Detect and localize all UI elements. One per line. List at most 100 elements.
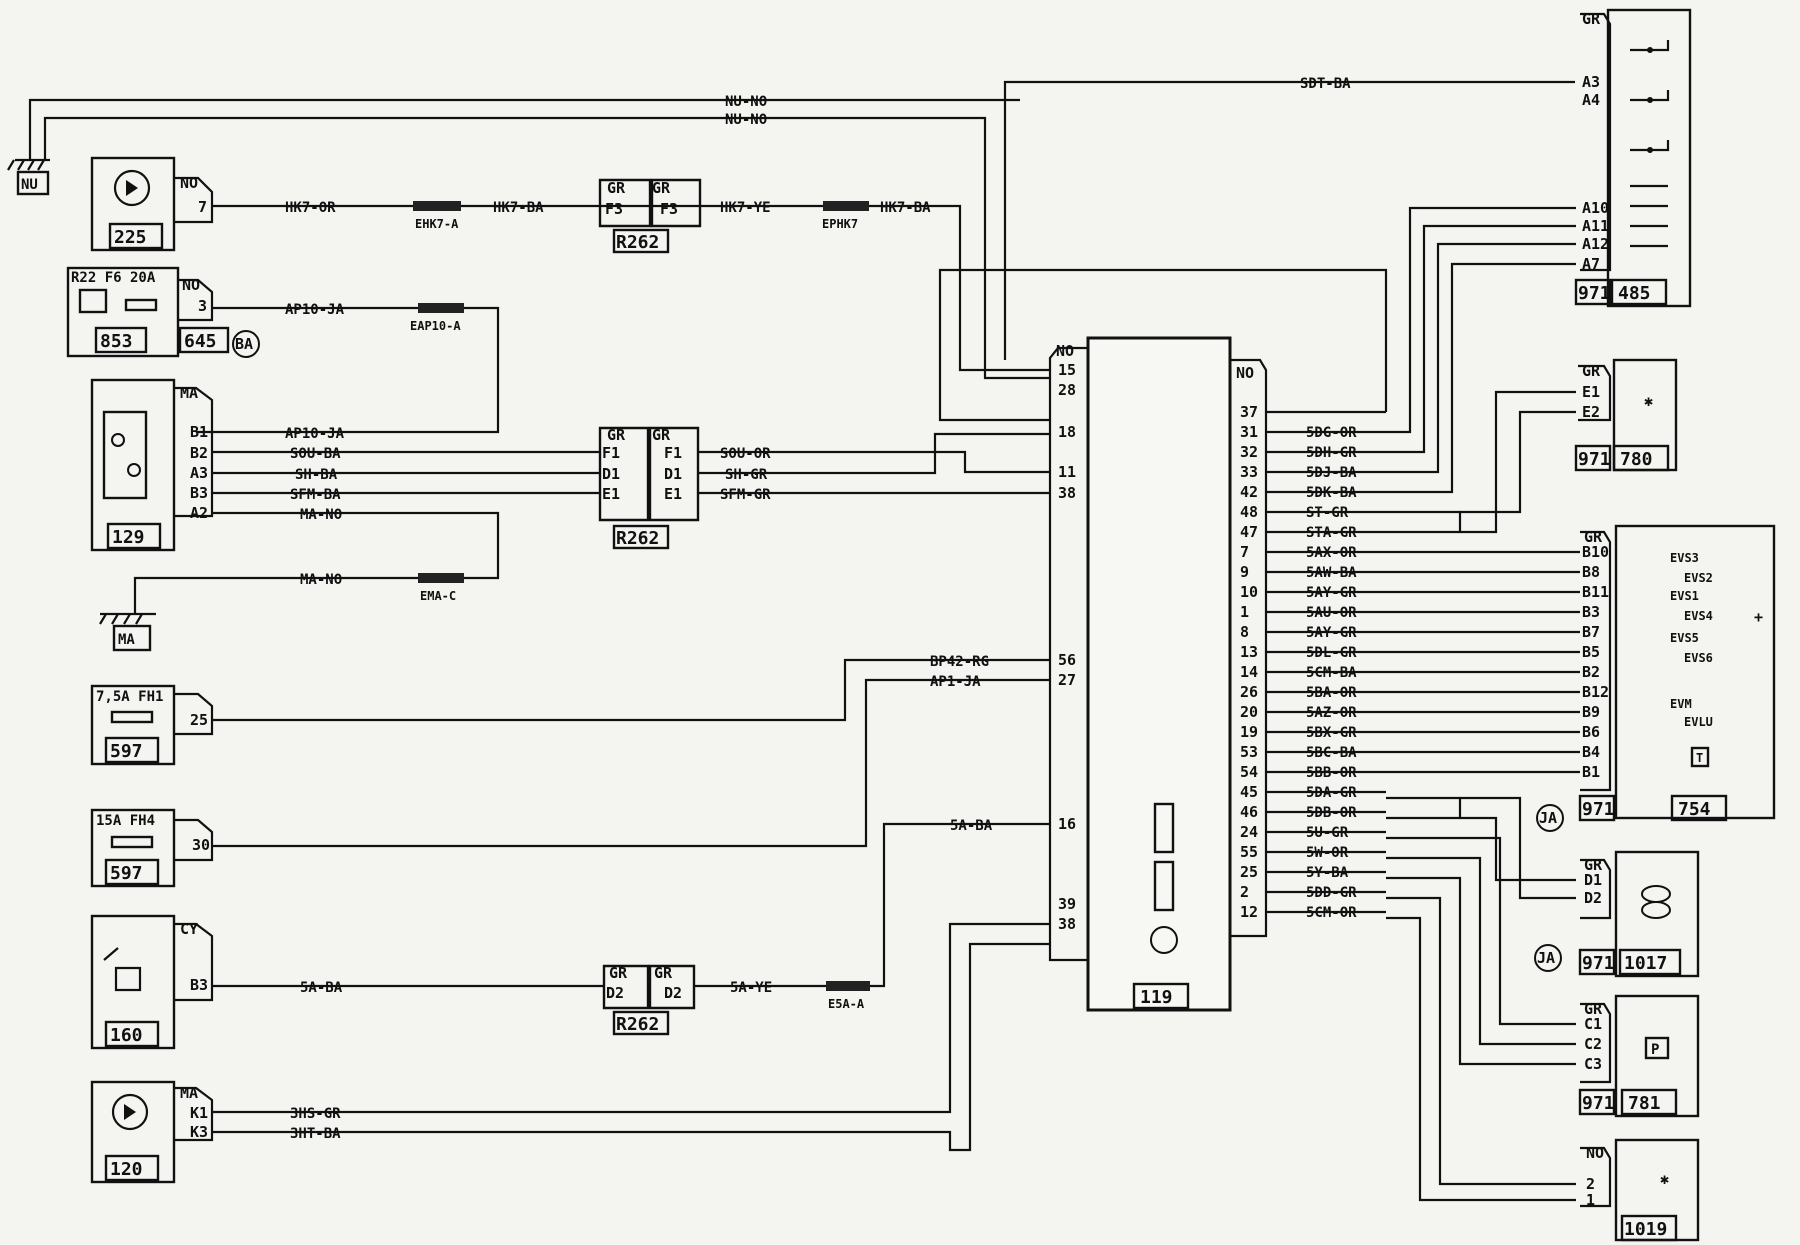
svg-text:D2: D2 bbox=[606, 984, 624, 1002]
wire-label-sou-ba: SOU-BA bbox=[290, 446, 341, 462]
svg-text:A2: A2 bbox=[190, 504, 208, 522]
ecu-right-wire-label: 5W-OR bbox=[1306, 845, 1349, 861]
component-754: GR 971 754 + T bbox=[1578, 524, 1776, 822]
pin-1017: D2 bbox=[1584, 889, 1602, 907]
component-225: 225 NO 7 bbox=[90, 156, 214, 252]
pin-781: C2 bbox=[1584, 1035, 1602, 1053]
connector-eap10-a: EAP10-A bbox=[410, 319, 461, 333]
wire-label-ap10-ja: AP10-JA bbox=[285, 302, 345, 318]
component-485: GR 971 485 bbox=[1574, 8, 1692, 308]
svg-text:D1: D1 bbox=[602, 465, 620, 483]
ecu-right-wire-label: 5CM-OR bbox=[1306, 905, 1357, 921]
pin-754: B4 bbox=[1582, 743, 1600, 761]
svg-text:✱: ✱ bbox=[1660, 1170, 1669, 1188]
ecu-right-pin: 54 bbox=[1240, 763, 1258, 781]
ecu-right-wire-label: 5AW-BA bbox=[1306, 565, 1357, 581]
ecu-right-wire-label: 5DK-BA bbox=[1306, 485, 1357, 501]
svg-text:GR: GR bbox=[1582, 10, 1601, 28]
component-number-120: 120 bbox=[110, 1159, 143, 1180]
connector-no: NO bbox=[180, 174, 198, 192]
component-129: 129 MA bbox=[90, 378, 214, 552]
ground-label-nu: NU bbox=[21, 177, 38, 193]
ecu-right-wire-label: 5Y-BA bbox=[1306, 865, 1349, 881]
plus-sign: + bbox=[1754, 608, 1763, 626]
connector-ehk7-a: EHK7-A bbox=[415, 217, 459, 231]
component-number-853: 853 bbox=[100, 331, 133, 352]
svg-text:NO: NO bbox=[182, 276, 200, 294]
ecu-right-wire-label: 5AZ-OR bbox=[1306, 705, 1357, 721]
svg-text:B3: B3 bbox=[190, 976, 208, 994]
svg-text:T: T bbox=[1696, 751, 1703, 765]
svg-text:GR: GR bbox=[607, 179, 626, 197]
ecu-left-pin: 39 bbox=[1058, 895, 1076, 913]
svg-text:30: 30 bbox=[192, 836, 210, 854]
component-number-971-e: 971 bbox=[1582, 1093, 1615, 1114]
svg-text:GR: GR bbox=[652, 179, 671, 197]
component-number-160: 160 bbox=[110, 1025, 143, 1046]
pin-1019: 2 bbox=[1586, 1175, 1595, 1193]
ecu-right-pin: 8 bbox=[1240, 623, 1249, 641]
component-number-119: 119 bbox=[1140, 987, 1173, 1008]
component-number-781: 781 bbox=[1628, 1093, 1661, 1114]
ecu-right-wire-label: 5BX-GR bbox=[1306, 725, 1357, 741]
wire-label-sfm-gr: SFM-GR bbox=[720, 487, 771, 503]
pin-754: B6 bbox=[1582, 723, 1600, 741]
ecu-left-pin: 18 bbox=[1058, 423, 1076, 441]
ecu-right-pin: 13 bbox=[1240, 643, 1258, 661]
component-781: GR 971 781 P bbox=[1578, 994, 1700, 1118]
relay-icon bbox=[78, 288, 108, 314]
svg-text:P: P bbox=[1651, 1042, 1659, 1058]
fuse-label-fh4: 15A FH4 bbox=[96, 813, 155, 829]
wire-label-sh-gr: SH-GR bbox=[725, 467, 768, 483]
pin-781: C1 bbox=[1584, 1015, 1602, 1033]
wire-label-5a-ye: 5A-YE bbox=[730, 980, 772, 996]
connector-ephk7: EPHK7 bbox=[822, 217, 858, 231]
wire-label-nu-no-1: NU-NO bbox=[725, 94, 767, 110]
pin-1019: 1 bbox=[1586, 1191, 1595, 1209]
svg-text:B3: B3 bbox=[190, 484, 208, 502]
valve-label: EVS6 bbox=[1684, 651, 1713, 665]
svg-text:B1: B1 bbox=[190, 423, 208, 441]
wire-label-sfm-ba: SFM-BA bbox=[290, 487, 341, 503]
ecu-right-pin: 45 bbox=[1240, 783, 1258, 801]
component-number-780: 780 bbox=[1620, 449, 1653, 470]
ecu-right-pin: 53 bbox=[1240, 743, 1258, 761]
switch-icon-2 bbox=[103, 947, 142, 992]
svg-text:GR: GR bbox=[1582, 362, 1601, 380]
component-number-1019: 1019 bbox=[1624, 1219, 1667, 1240]
wire-label-5a-ba: 5A-BA bbox=[300, 980, 343, 996]
right-wires bbox=[938, 206, 1576, 1202]
pin-645-3: 3 bbox=[198, 297, 207, 315]
component-160: 160 CY B3 bbox=[90, 914, 214, 1050]
pin-485: A3 bbox=[1582, 73, 1600, 91]
fuse-icon-3 bbox=[110, 835, 154, 849]
badge-ja-2: JA bbox=[1537, 949, 1555, 967]
svg-text:NO: NO bbox=[1586, 1144, 1604, 1162]
svg-text:K3: K3 bbox=[190, 1123, 208, 1141]
fuse-label-f6: R22 F6 20A bbox=[71, 270, 156, 286]
svg-text:K1: K1 bbox=[190, 1104, 208, 1122]
component-853: R22 F6 20A 853 NO 3 645 BA bbox=[66, 266, 260, 358]
switch-icon bbox=[102, 410, 148, 500]
ecu-right-wire-label: 5AY-GR bbox=[1306, 585, 1357, 601]
component-597-a: 7,5A FH1 597 25 bbox=[90, 684, 214, 766]
component-number-597-b: 597 bbox=[110, 863, 143, 884]
wire-label-hk7-or: HK7-OR bbox=[285, 200, 336, 216]
ecu-right-pin: 46 bbox=[1240, 803, 1258, 821]
connector-e5a-a: E5A-A bbox=[828, 997, 865, 1011]
ecu-right-pin: 12 bbox=[1240, 903, 1258, 921]
connector-ma: MA bbox=[180, 384, 198, 402]
component-number-754: 754 bbox=[1678, 799, 1711, 820]
connector-r262-mid: GR GR F1 D1 E1 F1 D1 E1 R262 bbox=[598, 426, 700, 550]
pin-754: B8 bbox=[1582, 563, 1600, 581]
valve-label: EVM bbox=[1670, 697, 1692, 711]
connector-r262-bot: GR GR D2 D2 R262 bbox=[602, 964, 696, 1036]
wire-label-3hs-gr: 3HS-GR bbox=[290, 1106, 341, 1122]
ecu-right-pin: 14 bbox=[1240, 663, 1258, 681]
component-number-971-b: 971 bbox=[1578, 449, 1611, 470]
ecu-left-pin: 38 bbox=[1058, 484, 1076, 502]
